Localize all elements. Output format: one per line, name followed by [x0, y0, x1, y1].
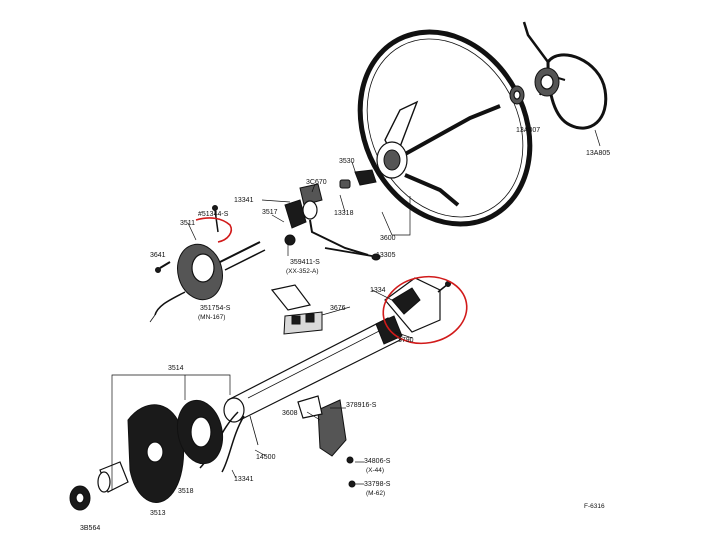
label-3790: 3790 [398, 337, 414, 344]
figure-id: F-6316 [584, 503, 605, 510]
column-bracket [297, 395, 356, 488]
horn-cover-part-3790 [382, 275, 468, 345]
label-3513: 3513 [150, 510, 166, 517]
label-13A807: 13A807 [516, 127, 540, 134]
label-3517: 3517 [262, 209, 278, 216]
label-13A805: 13A805 [586, 150, 610, 157]
label-3B564: 3B564 [80, 525, 100, 532]
label-14500: 14500 [256, 454, 276, 461]
red-highlight-circle [382, 275, 468, 345]
red-underline-mark [195, 217, 233, 243]
label-3C670: 3C670 [306, 179, 327, 186]
leader-lines [187, 161, 413, 485]
label-351754: 351754-S [200, 305, 231, 312]
label-3530: 3530 [339, 158, 355, 165]
horn-ring-assembly [509, 21, 608, 147]
label-1334: 1334 [370, 287, 386, 294]
lower-seal-and-plate [69, 399, 224, 511]
label-3514: 3514 [168, 365, 184, 372]
label-3511: 3511 [180, 220, 195, 227]
column-clamp [270, 284, 323, 335]
upper-hardware [149, 169, 381, 323]
label-3676: 3676 [330, 305, 346, 312]
label-34806-sub: (X-44) [366, 467, 384, 474]
label-13305: 13305 [376, 252, 396, 259]
label-13341-top: 13341 [234, 197, 254, 204]
label-33798: 33798-S [364, 481, 391, 488]
label-351754-sub: (MN-167) [198, 314, 225, 321]
label-3641: 3641 [150, 252, 166, 259]
label-359411-sub: (XX-352-A) [286, 268, 319, 275]
label-51344: #51344-S [198, 211, 229, 218]
label-13341-low: 13341 [234, 476, 254, 483]
label-34806: 34806-S [364, 458, 391, 465]
label-3600: 3600 [380, 235, 396, 242]
label-33798-sub: (M-62) [366, 490, 385, 497]
label-3518: 3518 [178, 488, 194, 495]
part-labels: 3600 13A807 13A805 3530 3C670 13341 1331… [80, 127, 610, 532]
label-3608: 3608 [282, 410, 298, 417]
label-359411: 359411-S [290, 259, 320, 266]
label-13318: 13318 [334, 210, 354, 217]
label-378916: 378916-S [346, 402, 377, 409]
